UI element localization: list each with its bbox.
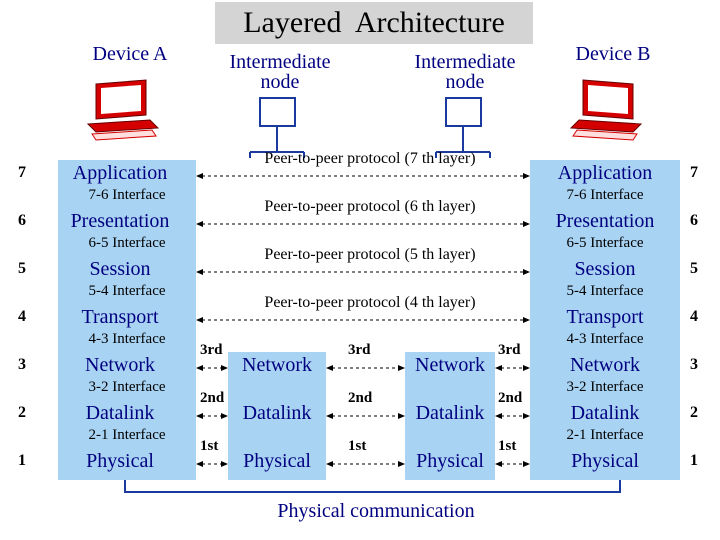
layer-number: 3: [690, 356, 698, 373]
device-a-stack: [58, 160, 196, 480]
peer-protocol-arrow: [196, 173, 530, 179]
device-a-layer: Application: [72, 162, 168, 184]
device-b-layer: Session: [574, 258, 636, 280]
device-a-interface: 5-4 Interface: [88, 283, 166, 299]
hop-label: 1st: [200, 438, 219, 454]
device-a-layer: Presentation: [70, 210, 170, 232]
device-a-interface: 2-1 Interface: [88, 427, 166, 443]
intermediate-2-layer: Network: [415, 354, 485, 376]
intermediate-node-1-box: [259, 97, 296, 127]
device-b-interface: 7-6 Interface: [566, 187, 644, 203]
peer-protocol-label: Peer-to-peer protocol (5 th layer): [264, 246, 476, 263]
peer-protocol-label: Peer-to-peer protocol (4 th layer): [264, 294, 476, 311]
hop-arrow: [196, 365, 228, 371]
device-a-layer: Session: [89, 258, 151, 280]
device-b-layer: Presentation: [555, 210, 655, 232]
intermediate-1-layer: Physical: [243, 450, 311, 472]
hop-label: 3rd: [200, 342, 223, 358]
layer-number: 4: [18, 308, 26, 325]
physical-communication-label: Physical communication: [277, 500, 475, 522]
peer-protocol-arrow: [196, 221, 530, 227]
intermediate-2-layer: Physical: [416, 450, 484, 472]
device-b-layer: Datalink: [570, 402, 640, 424]
device-b-layer: Application: [557, 162, 653, 184]
device-a-layer: Datalink: [85, 402, 155, 424]
device-a-interface: 4-3 Interface: [88, 331, 166, 347]
diagram-title: Layered Architecture: [243, 6, 505, 39]
hop-label: 2nd: [498, 390, 523, 406]
hop-label: 2nd: [200, 390, 225, 406]
device-b-interface: 6-5 Interface: [566, 235, 644, 251]
peer-protocol-arrow: [196, 269, 530, 275]
device-b-layer: Transport: [566, 306, 644, 328]
hop-label: 1st: [348, 438, 367, 454]
device-b-interface: 2-1 Interface: [566, 427, 644, 443]
device-b-interface: 4-3 Interface: [566, 331, 644, 347]
intermediate-1-stack: [228, 352, 326, 480]
layer-number: 6: [18, 212, 26, 229]
device-a-label: Device A: [92, 43, 168, 65]
hop-arrow: [495, 413, 530, 419]
device-a-interface: 3-2 Interface: [88, 379, 166, 395]
intermediate-node-2-label: Intermediate node: [414, 51, 516, 93]
intermediate-2-stack: [405, 352, 495, 480]
device-b-interface: 5-4 Interface: [566, 283, 644, 299]
layer-number: 1: [690, 452, 698, 469]
hop-arrow: [196, 413, 228, 419]
layer-number: 4: [690, 308, 698, 325]
intermediate-1-layer: Datalink: [242, 402, 312, 424]
hop-arrow: [495, 365, 530, 371]
physical-link-line: [124, 480, 621, 493]
device-a-layer: Physical: [86, 450, 154, 472]
device-a-interface: 7-6 Interface: [88, 187, 166, 203]
layer-number: 1: [18, 452, 26, 469]
hop-arrow: [326, 461, 405, 467]
device-b-interface: 3-2 Interface: [566, 379, 644, 395]
intermediate-node-2-box: [445, 97, 482, 127]
hop-label: 3rd: [498, 342, 521, 358]
peer-protocol-label: Peer-to-peer protocol (6 th layer): [264, 198, 476, 215]
intermediate-2-layer: Datalink: [415, 402, 485, 424]
layer-number: 2: [690, 404, 698, 421]
title-background: [215, 2, 533, 44]
hop-label: 2nd: [348, 390, 373, 406]
hop-arrow: [326, 413, 405, 419]
intermediate-1-layer: Network: [242, 354, 312, 376]
hop-arrow: [196, 461, 228, 467]
layer-number: 5: [18, 260, 26, 277]
computer-icon-device-a: [86, 79, 160, 141]
device-a-layer: Transport: [81, 306, 159, 328]
device-b-layer: Physical: [571, 450, 639, 472]
layer-number: 6: [690, 212, 698, 229]
hop-arrow: [495, 461, 530, 467]
layer-number: 2: [18, 404, 26, 421]
computer-icon-device-b: [569, 79, 643, 141]
layer-number: 7: [18, 164, 26, 181]
device-a-interface: 6-5 Interface: [88, 235, 166, 251]
device-a-layer: Network: [85, 354, 155, 376]
device-b-layer: Network: [570, 354, 640, 376]
hop-label: 3rd: [348, 342, 371, 358]
device-b-label: Device B: [575, 43, 651, 65]
peer-protocol-label: Peer-to-peer protocol (7 th layer): [264, 150, 476, 167]
layer-number: 3: [18, 356, 26, 373]
hop-arrow: [326, 365, 405, 371]
layer-number: 7: [690, 164, 698, 181]
hop-label: 1st: [498, 438, 517, 454]
peer-protocol-arrow: [196, 317, 530, 323]
intermediate-node-1-label: Intermediate node: [229, 51, 331, 93]
device-b-stack: [530, 160, 680, 480]
layer-number: 5: [690, 260, 698, 277]
